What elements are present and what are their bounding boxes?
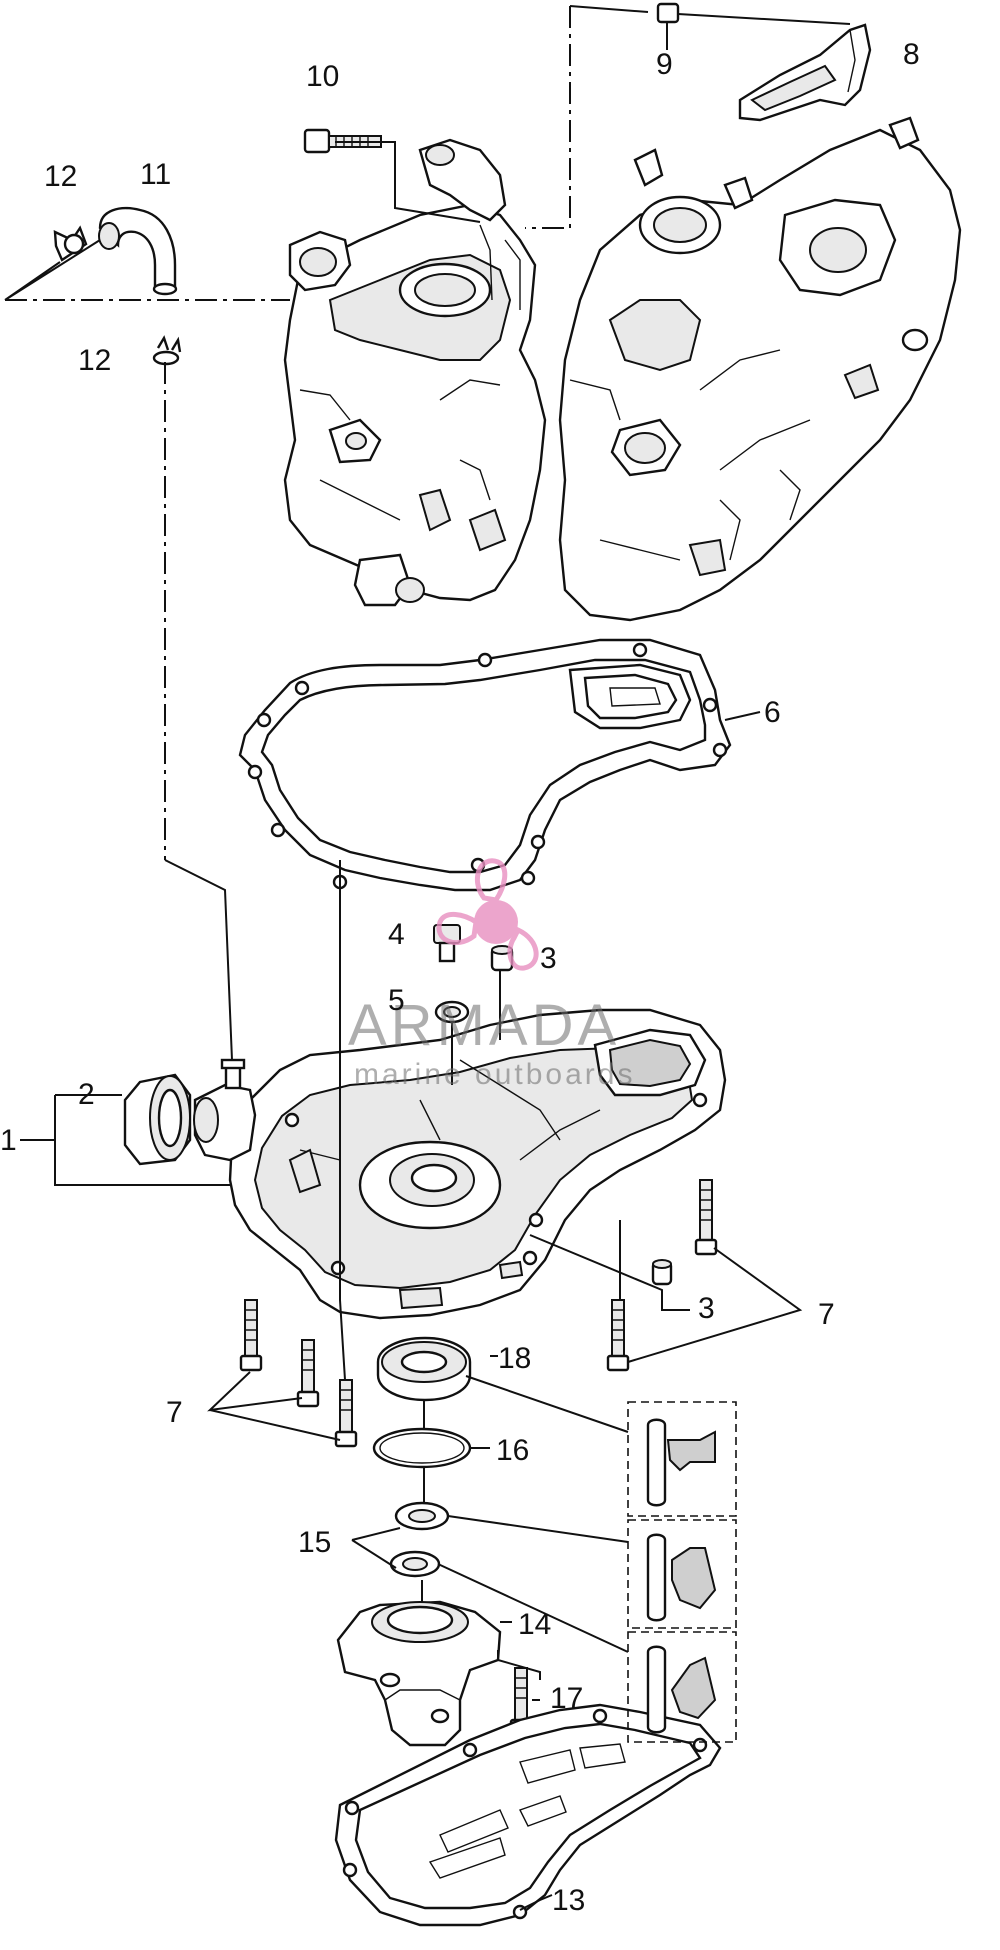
seal-detail-box-3 bbox=[627, 1631, 737, 1743]
part-8-bracket bbox=[738, 23, 872, 122]
part-2-bushing bbox=[123, 1073, 192, 1166]
label-part-12-upper: 12 bbox=[44, 160, 77, 193]
label-part-18: 18 bbox=[498, 1342, 531, 1375]
part-15-seals bbox=[389, 1501, 450, 1578]
upper-casing-left-half bbox=[283, 138, 547, 607]
part-5-seal bbox=[434, 1000, 470, 1024]
label-part-12-lower: 12 bbox=[78, 344, 111, 377]
label-part-4: 4 bbox=[388, 918, 405, 951]
propeller-logo-icon bbox=[436, 858, 539, 971]
label-part-8: 8 bbox=[903, 38, 920, 71]
part-12-clip-upper bbox=[53, 225, 88, 262]
label-part-7-left: 7 bbox=[166, 1396, 183, 1429]
label-part-17: 17 bbox=[550, 1682, 583, 1715]
label-part-3-upper: 3 bbox=[540, 942, 557, 975]
label-part-16: 16 bbox=[496, 1434, 529, 1467]
seal-detail-box-2 bbox=[627, 1519, 737, 1629]
label-part-2: 2 bbox=[78, 1078, 95, 1111]
label-part-11: 11 bbox=[140, 158, 171, 191]
watermark-brand: ARMADA bbox=[348, 993, 620, 1058]
part-9-dowel bbox=[656, 2, 680, 24]
upper-casing-right-half bbox=[558, 116, 962, 622]
part-7-bolts bbox=[239, 1179, 718, 1448]
label-part-13: 13 bbox=[552, 1884, 585, 1917]
label-part-14: 14 bbox=[518, 1608, 551, 1641]
label-part-15: 15 bbox=[298, 1526, 331, 1559]
label-part-7-right: 7 bbox=[818, 1298, 835, 1331]
label-part-6: 6 bbox=[764, 696, 781, 729]
part-13-gasket bbox=[334, 1703, 722, 1927]
seal-detail-box-1 bbox=[627, 1401, 737, 1517]
watermark: ARMADA marine outboards bbox=[348, 858, 635, 1091]
part-16-o-ring bbox=[372, 1427, 472, 1469]
label-part-10: 10 bbox=[306, 60, 339, 93]
part-1-lower-casing bbox=[193, 1008, 727, 1320]
part-11-hose bbox=[98, 206, 178, 296]
part-18-oil-seal bbox=[376, 1336, 472, 1402]
leader-lines bbox=[4, 5, 851, 1911]
label-part-3-lower: 3 bbox=[698, 1292, 715, 1325]
part-labels: 1 2 3 3 4 5 6 7 7 8 9 10 11 12 12 13 14 … bbox=[0, 38, 920, 1917]
part-6-gasket bbox=[238, 638, 732, 892]
part-12-clip-lower bbox=[152, 335, 182, 366]
part-3-dowel-lower bbox=[651, 1259, 673, 1286]
watermark-subtitle: marine outboards bbox=[354, 1058, 635, 1091]
label-part-9: 9 bbox=[656, 48, 673, 81]
label-part-5: 5 bbox=[388, 984, 405, 1017]
part-14-housing bbox=[336, 1600, 502, 1747]
label-part-1: 1 bbox=[0, 1124, 17, 1157]
